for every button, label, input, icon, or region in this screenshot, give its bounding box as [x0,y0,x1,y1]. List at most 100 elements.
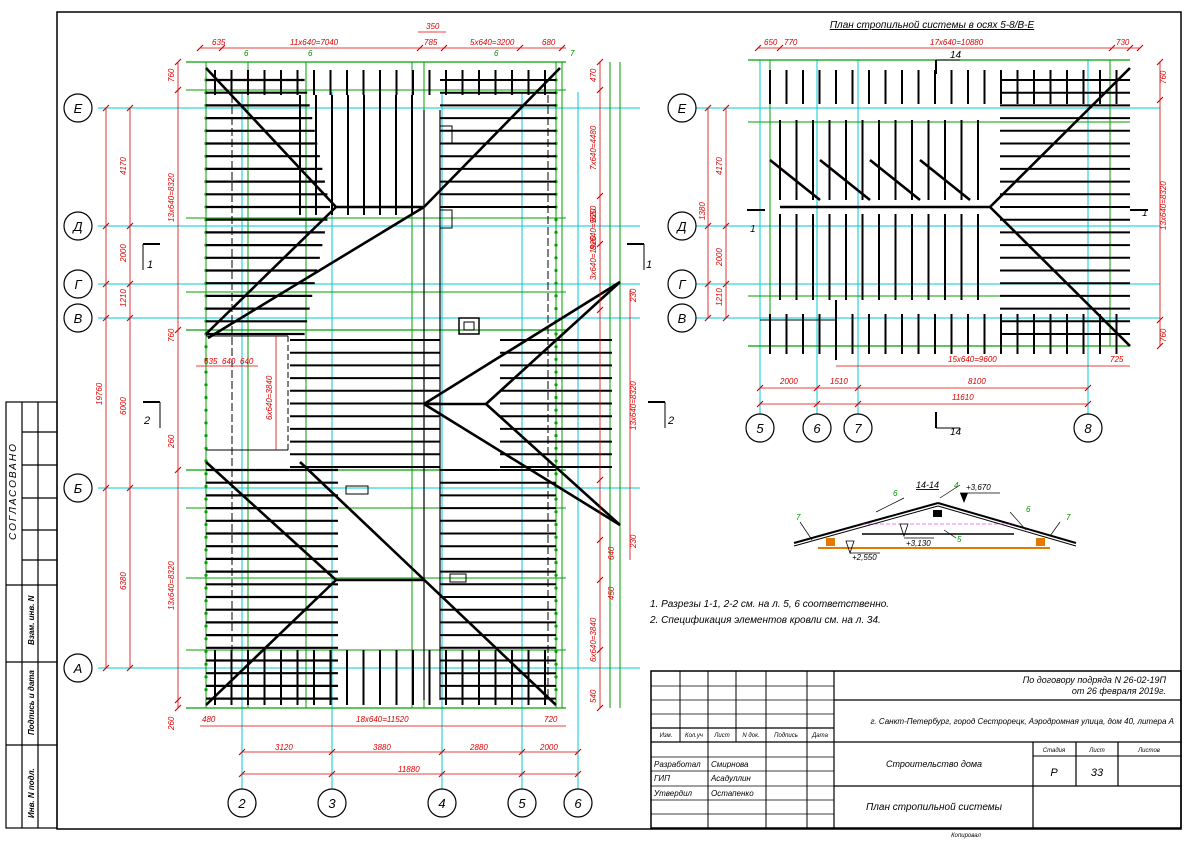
dim-tick [596,240,604,248]
axis-bubble-left-col-3-label: 5 [518,796,526,811]
dim-tick [174,86,182,94]
dim-tick [854,384,862,392]
stud [554,383,558,387]
dim-tick [722,104,730,112]
axis-bubble-right-row-3-label: В [678,311,687,326]
r-hip-line [769,158,821,202]
dim-right-2: 820 [589,208,598,222]
tb-h-kol: Кол.уч [685,733,703,739]
dim-tick [756,384,764,392]
stud [204,548,208,552]
axis-bubble-right-row-2-label: Г [678,277,686,292]
dim-tick [440,44,448,52]
dim-tick [722,280,730,288]
section-level-0: +3,670 [966,483,991,492]
mark-top-0: 6 [244,49,249,58]
stud [204,408,208,412]
dim-left-top-3: 350 [426,22,440,31]
dim-right-0: 470 [589,68,598,82]
dim-tick [813,384,821,392]
hip-line [205,206,337,335]
axis-bubble-left-row-5-label: А [73,661,83,676]
dim-tick [174,696,182,704]
dim-tick [1136,44,1144,52]
stud [204,662,208,666]
hip-line [299,461,557,706]
dim-tick [196,44,204,52]
dim-tick [328,770,336,778]
dim-bottom-axis-2: 2880 [469,743,488,752]
section-label-3: 7 [1066,513,1071,522]
tb-contract-1: По договору подряда N 26-02-19П [1023,675,1167,685]
dim-bottom-1: 18x640=11520 [356,715,409,724]
section-label-2: 7 [796,513,801,522]
stud [204,434,208,438]
tb-format: Копировал [951,833,981,839]
dim-right-4: 8x640=5650 [589,205,598,250]
stud [204,675,208,679]
dim-tick [756,400,764,408]
axis-bubble-left-row-1 [63,211,93,241]
tb-sheets-h: Листов [1137,748,1160,754]
dim-tick [126,222,134,230]
svg-text:1: 1 [1142,208,1148,219]
axis-bubble-left-row-4 [63,473,93,503]
stud [204,586,208,590]
stud [554,434,558,438]
dim-bottom-2: 720 [544,715,558,724]
dim-tick [596,646,604,654]
tb-h-list: Лист [713,733,729,739]
dimension-lines [102,31,1164,778]
stud [204,688,208,692]
tb-role-0: Разработал [654,760,701,769]
svg-text:2: 2 [143,415,150,427]
dim-tick [574,770,582,778]
stud [554,459,558,463]
axis-bubble-right-col-2 [843,413,873,443]
dim-tick [174,466,182,474]
stud [554,256,558,260]
side-stamp-agreed: СОГЛАСОВАНО [8,442,19,540]
dim-tick [238,770,246,778]
tb-stage-h: Стадия [1043,748,1066,754]
stud [554,611,558,616]
dim-left-inner-3: 6000 [119,397,128,415]
axis-bubble-left-row-3 [63,303,93,333]
tb-h-doc: N док. [742,733,759,739]
dim-tick [126,104,134,112]
stud [204,446,208,450]
dim-bottom-total: 11880 [398,765,420,774]
dim-r-bottom-1: 725 [1110,355,1124,364]
dim-right-11: 540 [589,689,598,703]
section-level-1: +3,130 [906,539,931,548]
dim-r-right-1: 13x640=8320 [1159,181,1168,230]
r-hip-line [989,206,1131,347]
stud [554,421,558,425]
plan-right-title: План стропильной системы в осях 5-8/В-Е [830,20,1035,31]
tb-sheet-title: План стропильной системы [866,802,1003,813]
dim-mid-vert: 6x640=3840 [265,375,274,420]
hip-line [485,281,621,405]
stud [204,624,208,628]
dim-r-bottom-0: 15x640=9600 [948,355,997,364]
dim-bottom-axis-1: 3880 [373,743,391,752]
dim-left-top-1: 11x640=7040 [290,38,339,47]
dim-tick [126,280,134,288]
hip-line [205,579,337,706]
dim-left-side-1: 13x640=8320 [167,173,176,222]
svg-text:14: 14 [950,50,962,61]
hip-line [423,67,561,208]
dim-right-5: 230 [629,288,638,303]
axis-bubble-left-col-1 [317,788,347,818]
tb-sheet: 33 [1091,767,1104,779]
dim-tick [854,400,862,408]
axis-bubble-left-row-0-label: Е [74,101,83,116]
hip-line [485,403,621,526]
dim-tick [722,222,730,230]
r-hip-line [989,67,1131,208]
stud [204,649,208,654]
axis-bubble-left-col-1-label: 3 [328,796,336,811]
tb-contract-2: от 26 февраля 2019г. [1072,686,1166,696]
stud [554,637,558,641]
